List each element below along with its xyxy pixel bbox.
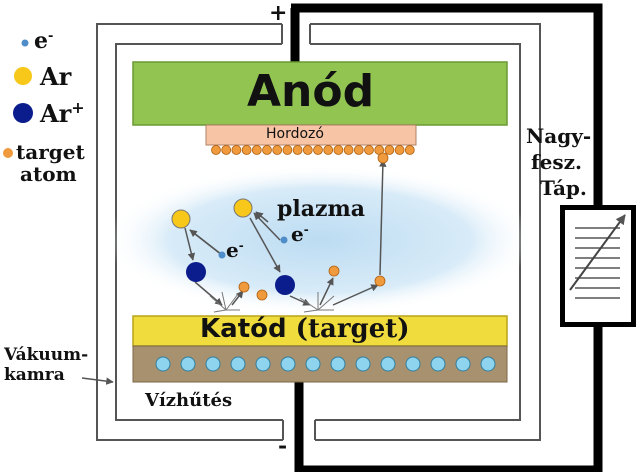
impact-burst-left [209,291,240,313]
deposited-atom [302,145,313,155]
target-atom [328,265,340,277]
coolant-channel [205,356,221,372]
legend-target-atom-label-line2: atom [20,162,77,186]
legend-electron-label: e- [34,28,54,54]
coolant-channel [480,356,496,372]
coolant-channel [380,356,396,372]
coolant-channel [430,356,446,372]
deposited-atom [404,145,415,155]
argon-ion [186,262,206,282]
coolant-channel-row [155,356,496,372]
power-supply-label-line3: Táp. [540,176,587,200]
circuit-wires [290,3,603,472]
target-atom [377,152,389,164]
argon-atom [233,198,253,218]
deposited-atom [384,145,395,155]
substrate-label: Hordozó [266,126,324,142]
coolant-channel [330,356,346,372]
deposited-atom [353,145,364,155]
impact-burst-right [299,292,335,313]
anode-plate [132,61,508,126]
deposited-atom [221,145,232,155]
power-supply [560,205,636,327]
electron [280,236,288,244]
plasma-cloud [105,165,535,315]
legend-electron-marker [21,39,29,47]
legend-target-atom-label-line1: target [16,140,85,164]
deposited-atom [323,145,334,155]
deposited-atom [333,145,344,155]
power-supply-label-line2: fesz. [531,150,582,174]
deposited-atom [211,145,221,155]
deposited-atom [343,145,354,155]
legend-argon-ion-label: Ar+ [40,98,85,128]
coolant-channel [455,356,471,372]
deposited-atom [272,145,283,155]
target-atom [256,289,268,301]
power-supply-label-line1: Nagy- [526,124,592,148]
plasma-label: plazma [277,196,366,222]
vacuum-chamber [96,23,541,441]
coolant-channel [255,356,271,372]
vacuum-chamber-label-line1: Vákuum- [4,345,89,365]
plasma-electron-label-1: e- [226,238,244,262]
anode-label: Anód [247,66,375,117]
substrate-atom-row [211,145,415,155]
deposited-atom [364,145,374,155]
legend-argon-ion-marker [13,103,33,123]
legend-argon-marker [14,67,32,85]
target-atom [374,275,386,287]
deposited-atom [394,145,405,155]
coolant-channel [180,356,196,372]
deposited-atom [313,145,323,155]
coolant-channel [305,356,321,372]
cathode-label: Katód (target) [200,314,410,344]
coolant-channel [355,356,371,372]
coolant-channel [405,356,421,372]
deposited-atom [292,145,303,155]
legend-target-atom-marker [3,148,13,158]
particle-paths [184,159,387,306]
deposited-atom [262,145,272,155]
target-atom [238,281,250,293]
plus-terminal-label: + [269,0,288,26]
substrate-plate [205,124,417,146]
coolant-channel [280,356,296,372]
plasma-electron-label-2: e- [291,222,309,246]
argon-ion [275,275,295,295]
coolant-channel [230,356,246,372]
legend-argon-label: Ar [40,62,72,91]
deposited-atom [251,145,262,155]
water-cooling-label: Vízhűtés [145,390,233,411]
argon-atom [171,209,191,229]
deposited-atom [231,145,242,155]
deposited-atom [282,145,293,155]
deposited-atom [241,145,252,155]
vacuum-chamber-pointer [81,377,114,385]
coolant-channel [155,356,171,372]
electron [218,251,226,259]
minus-terminal-label: - [278,433,288,459]
vacuum-chamber-label-line2: kamra [4,365,65,385]
